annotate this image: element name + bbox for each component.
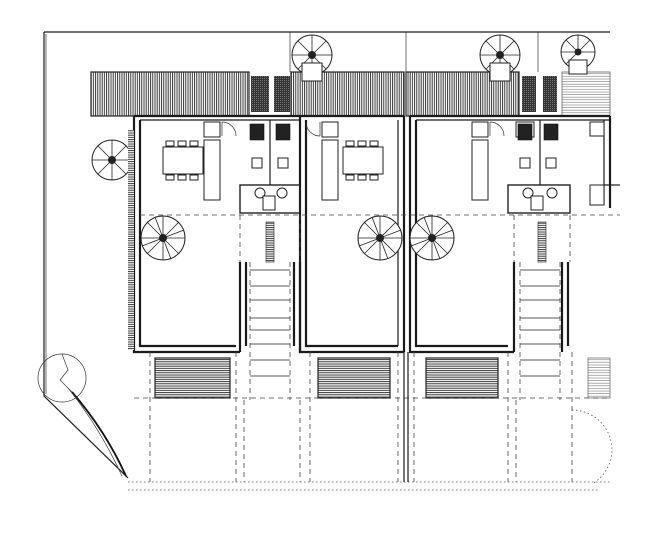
interior-partitions: [140, 120, 620, 262]
bathroom-fixtures: [249, 123, 559, 263]
roof-terraces: [90, 71, 611, 117]
spiral-stair-top-2: [479, 34, 521, 82]
spiral-stair-unit-3: [409, 215, 455, 261]
spiral-stair-unit-2: [357, 215, 403, 261]
spiral-stair-top-1: [291, 34, 333, 82]
dining-table-unit-1: [162, 121, 221, 201]
gate-swing: [37, 353, 127, 477]
building-walls: [128, 114, 612, 354]
garden-circle: [571, 409, 613, 485]
kitchen-counter-unit-3: [471, 121, 605, 206]
lower-terraces: [154, 357, 611, 399]
straight-stair-right: [519, 262, 561, 400]
spiral-stair-left: [91, 139, 133, 181]
spiral-stair-unit-1: [140, 215, 186, 261]
straight-stair-center: [249, 262, 291, 400]
dining-table-unit-2: [321, 121, 384, 201]
site-boundary: [43, 31, 610, 491]
door-swings: [221, 121, 505, 137]
spiral-stair-top-3: [560, 34, 596, 75]
garden-grid: [134, 352, 610, 482]
